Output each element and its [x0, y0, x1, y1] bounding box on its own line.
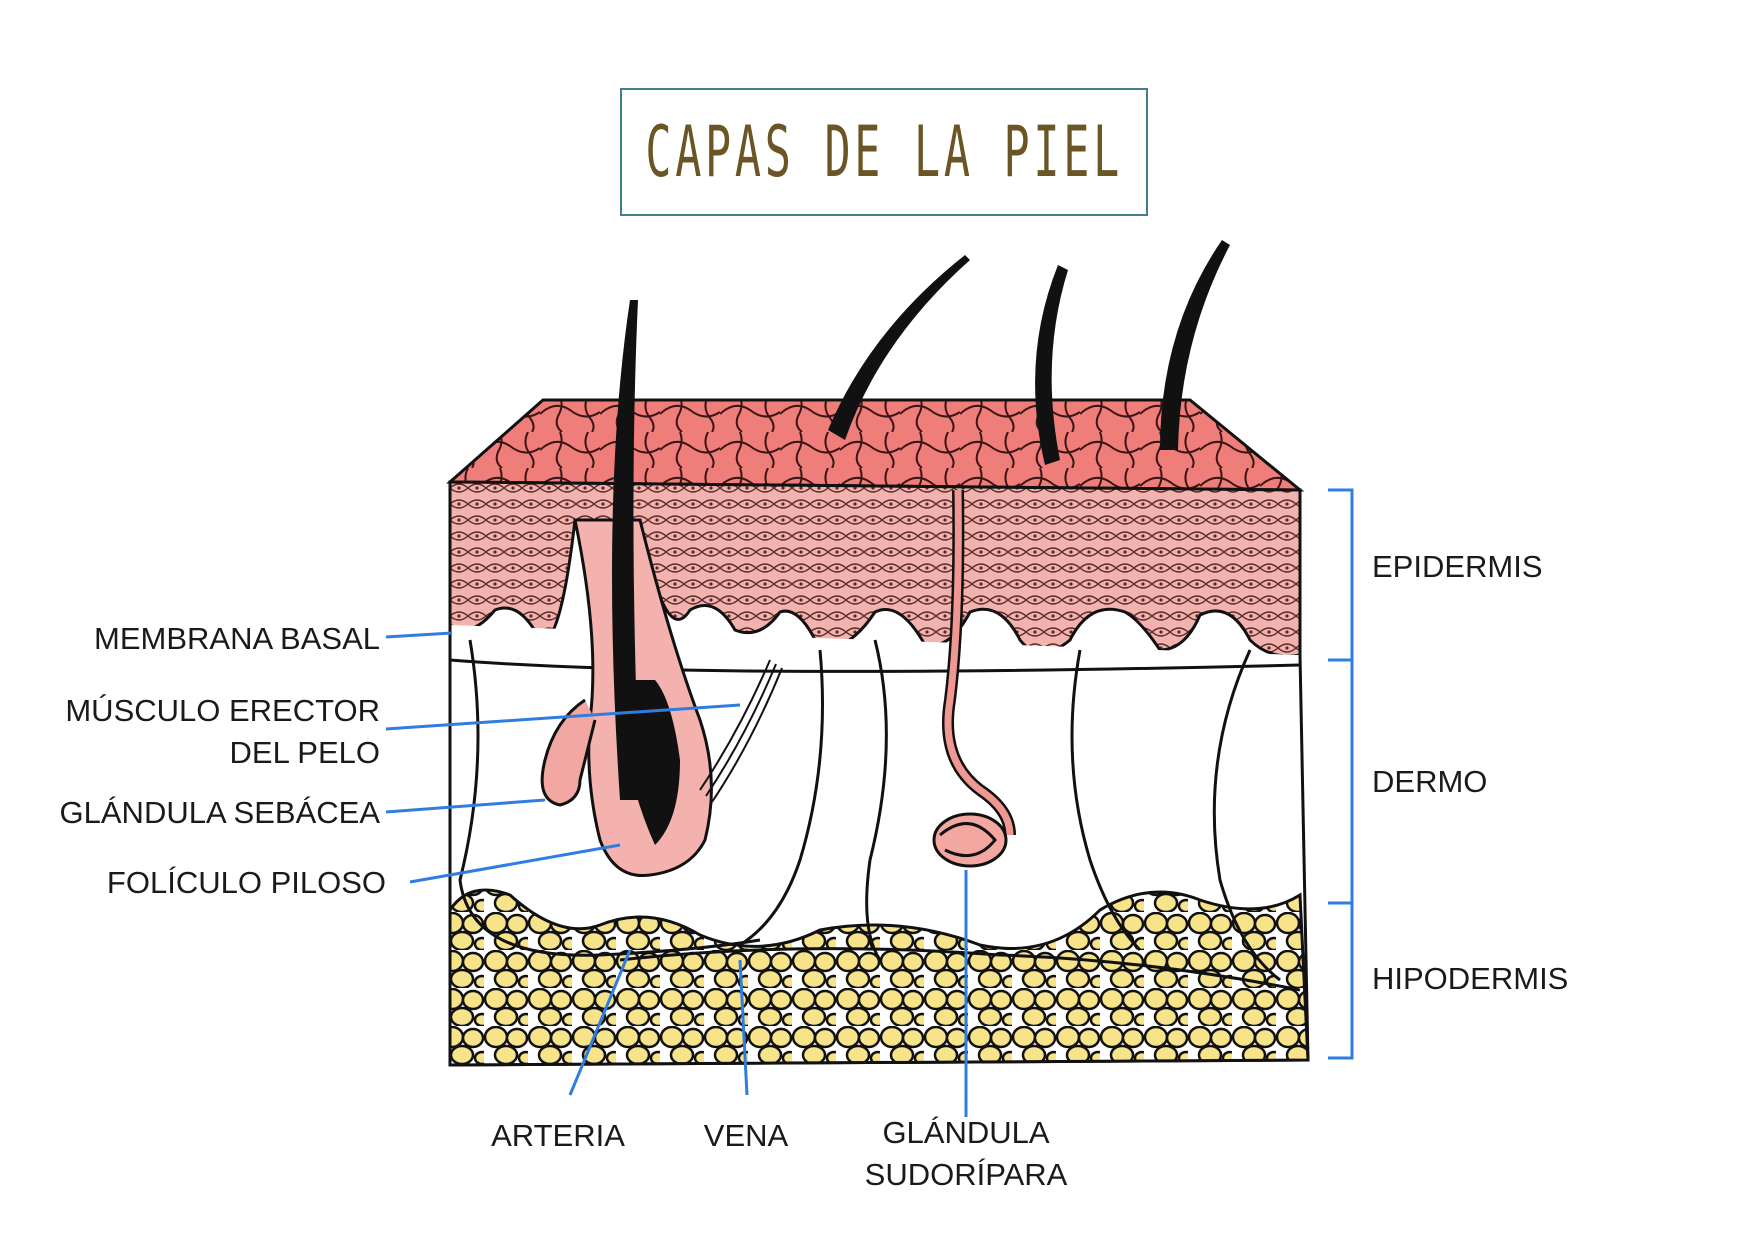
bracket-hipodermis: [1328, 903, 1354, 1060]
label-arteria: ARTERIA: [491, 1118, 625, 1153]
leader-membrana-basal: [385, 631, 453, 639]
label-glandula-sudoripara-line2: SUDORÍPARA: [864, 1156, 1068, 1192]
bracket-dermo: [1328, 660, 1354, 905]
blood-vessels: [458, 639, 1301, 992]
hair-shafts: [612, 240, 1230, 800]
leader-glandula-sebacea: [385, 798, 546, 814]
label-glandula-sebacea: GLÁNDULA SEBÁCEA: [59, 795, 380, 830]
label-musculo-erector-line2: DEL PELO: [229, 734, 380, 770]
sebaceous-gland: [540, 698, 597, 807]
erector-muscle: [699, 659, 783, 803]
label-dermo: DERMO: [1372, 764, 1488, 799]
leader-vena: [738, 959, 749, 1096]
label-musculo-erector-line1: MÚSCULO ERECTOR: [65, 693, 380, 728]
leader-arteria: [568, 949, 632, 1096]
diagram-title: CAPAS DE LA PIEL: [645, 111, 1123, 193]
label-musculo-erector: MÚSCULO ERECTOR DEL PELO: [65, 690, 380, 774]
leader-musculo-erector: [385, 703, 741, 731]
leader-foliculo-piloso: [409, 843, 621, 884]
label-foliculo-piloso: FOLÍCULO PILOSO: [106, 865, 386, 900]
label-membrana-basal: MEMBRANA BASAL: [94, 621, 380, 656]
label-epidermis: EPIDERMIS: [1372, 549, 1543, 584]
label-glandula-sudoripara-line1: GLÁNDULA: [882, 1115, 1050, 1150]
hair-follicle: [540, 518, 713, 878]
bracket-epidermis: [1328, 488, 1354, 662]
label-hipodermis: HIPODERMIS: [1372, 961, 1569, 996]
title-box: CAPAS DE LA PIEL: [620, 88, 1148, 216]
leader-lines: [385, 488, 1354, 1117]
sweat-gland: [932, 489, 1016, 868]
label-vena: VENA: [703, 1118, 789, 1153]
label-glandula-sudoripara: GLÁNDULA SUDORÍPARA: [856, 1112, 1076, 1196]
